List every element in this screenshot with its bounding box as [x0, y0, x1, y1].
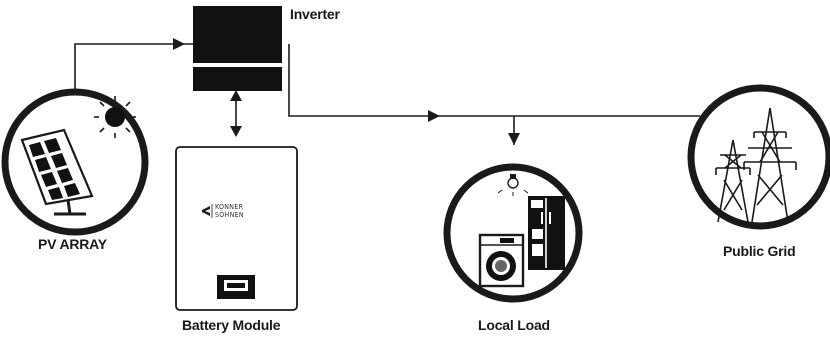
pv-flow-arrow: [173, 38, 185, 50]
light-bulb-icon: [497, 174, 529, 196]
battery-down-arrow: [230, 126, 242, 137]
battery-brand-line2: SÖHNEN: [215, 211, 244, 219]
local-load-label: Local Load: [478, 317, 550, 333]
local-load-node: [443, 163, 583, 303]
inverter-icon: [193, 6, 282, 91]
power-pylon-icon: [715, 107, 797, 223]
pv-array-node: [1, 88, 149, 236]
pv-array-label: PV ARRAY: [38, 236, 107, 252]
inverter-to-grid-line: [288, 44, 700, 117]
grid-flow-arrow: [428, 110, 440, 122]
sun-icon: [94, 96, 136, 138]
battery-up-arrow: [230, 90, 242, 101]
washing-machine-icon: [478, 233, 525, 288]
refrigerator-icon: [528, 196, 565, 270]
connection-lines: [74, 43, 700, 145]
flow-arrows: [173, 38, 520, 145]
pv-to-inverter-line: [74, 43, 193, 90]
public-grid-label: Public Grid: [723, 243, 796, 259]
load-flow-arrow: [508, 133, 520, 145]
solar-panel-icon: [20, 128, 94, 216]
battery-icon: [175, 146, 298, 311]
public-grid-node: [687, 84, 830, 230]
inverter-label: Inverter: [290, 6, 340, 22]
battery-logo-icon: [202, 204, 213, 218]
battery-module-label: Battery Module: [182, 317, 281, 333]
battery-display-icon: [217, 275, 255, 299]
battery-brand-line1: KONNER: [215, 203, 244, 211]
